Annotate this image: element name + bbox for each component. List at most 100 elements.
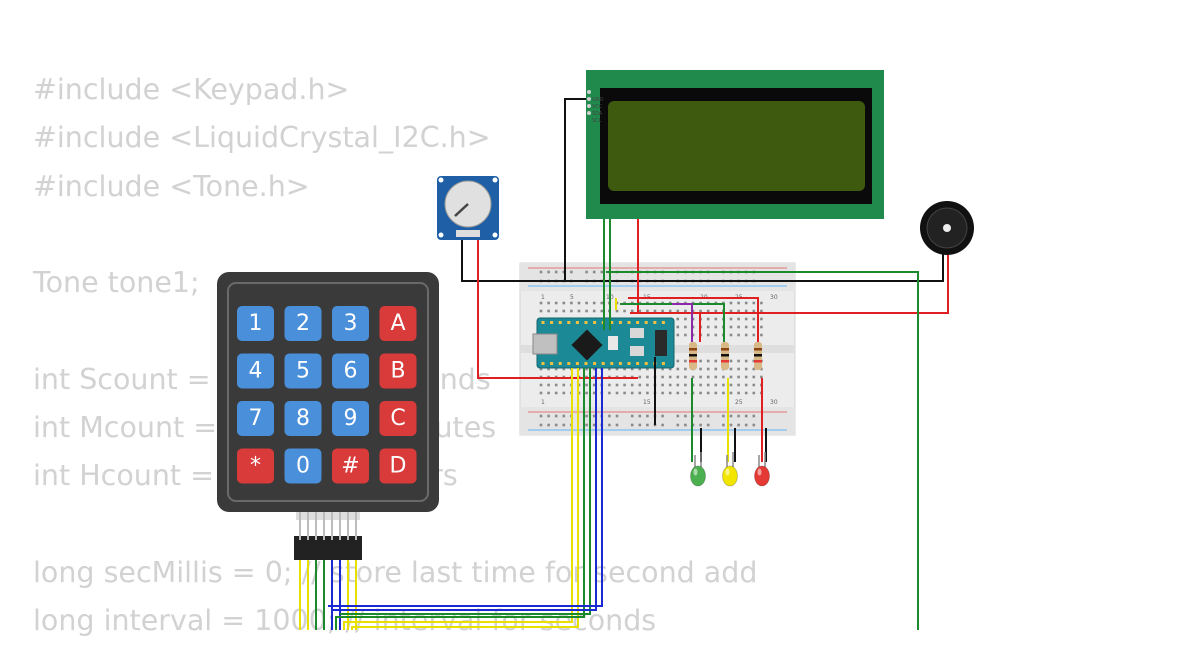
keypad-key[interactable]: D <box>379 448 417 484</box>
breadboard-hole <box>684 359 687 363</box>
breadboard-hole <box>744 359 748 363</box>
breadboard-hole <box>668 391 672 395</box>
breadboard-hole <box>699 359 702 363</box>
breadboard-hole <box>585 414 588 418</box>
breadboard-hole <box>668 309 672 313</box>
breadboard-hole <box>729 383 733 387</box>
breadboard-hole <box>592 367 596 371</box>
breadboard-hole <box>684 367 687 371</box>
key-cap <box>332 401 369 436</box>
breadboard-hole <box>600 309 604 313</box>
breadboard-hole <box>592 301 596 305</box>
breadboard-hole <box>539 383 543 387</box>
breadboard-hole <box>737 414 740 418</box>
breadboard-hole <box>737 309 740 313</box>
breadboard-hole <box>608 367 611 371</box>
breadboard-hole <box>676 325 680 329</box>
breadboard-hole <box>737 367 740 371</box>
breadboard-hole <box>638 414 642 418</box>
led-yellow[interactable] <box>722 452 738 487</box>
keypad-key[interactable]: 4 <box>237 353 274 389</box>
keypad-key[interactable]: A <box>379 306 417 341</box>
keypad-key[interactable]: 8 <box>284 401 322 436</box>
led-green[interactable] <box>690 452 706 487</box>
breadboard-hole <box>608 383 611 387</box>
keypad-key[interactable]: # <box>332 448 369 484</box>
column-number: 30 <box>770 399 778 406</box>
breadboard-hole <box>585 309 588 313</box>
keypad-key[interactable]: * <box>237 448 274 484</box>
breadboard-hole <box>714 375 718 379</box>
breadboard-hole <box>539 301 543 305</box>
breadboard-hole <box>760 317 763 321</box>
breadboard-hole <box>752 375 756 379</box>
key-cap <box>237 401 274 436</box>
breadboard-hole <box>699 309 702 313</box>
header-pin <box>567 321 571 324</box>
breadboard-hole <box>714 325 718 329</box>
breadboard-hole <box>684 333 687 337</box>
keypad-key[interactable]: 9 <box>332 401 369 436</box>
key-cap <box>332 306 369 341</box>
keypad-key[interactable]: 6 <box>332 353 369 389</box>
breadboard-hole <box>752 317 756 321</box>
breadboard-hole <box>744 309 748 313</box>
keypad-key[interactable]: 2 <box>284 306 322 341</box>
keypad-key[interactable]: 7 <box>237 401 274 436</box>
breadboard-hole <box>562 391 566 395</box>
header-pin <box>627 362 631 365</box>
key-label: 5 <box>296 359 310 384</box>
potentiometer[interactable] <box>437 176 499 240</box>
breadboard-hole <box>729 325 733 329</box>
key-cap <box>284 306 322 341</box>
breadboard-hole <box>676 359 680 363</box>
breadboard-hole <box>608 391 611 395</box>
resistor <box>689 342 697 370</box>
header-pin <box>593 321 597 324</box>
keypad-connector-pins <box>299 512 357 540</box>
breadboard-hole <box>760 333 763 337</box>
keypad-key[interactable]: 5 <box>284 353 322 389</box>
breadboard-hole <box>744 423 748 427</box>
keypad-key[interactable]: 0 <box>284 448 322 484</box>
breadboard-hole <box>539 367 543 371</box>
breadboard-hole <box>638 423 642 427</box>
lcd-pin-label: SCL <box>592 118 602 124</box>
keypad-key[interactable]: B <box>379 353 417 389</box>
keypad-key[interactable]: 3 <box>332 306 369 341</box>
key-label: 9 <box>344 406 358 431</box>
header-pin <box>593 362 597 365</box>
led-red[interactable] <box>754 452 770 487</box>
breadboard-hole <box>577 309 581 313</box>
breadboard-hole <box>737 333 740 337</box>
lcd-pin-label: GND <box>592 97 604 103</box>
breadboard-hole <box>646 367 649 371</box>
breadboard-hole <box>699 383 702 387</box>
breadboard-hole <box>729 317 733 321</box>
header-pin <box>644 321 648 324</box>
lcd-display[interactable]: GND VCC SDA SCL <box>586 70 884 219</box>
code-line: #include <LiquidCrystal_I2C.h> <box>33 121 491 155</box>
breadboard-hole <box>714 309 718 313</box>
breadboard-hole <box>714 367 718 371</box>
keypad-key[interactable]: C <box>379 401 417 436</box>
breadboard-hole <box>706 317 710 321</box>
key-label: 4 <box>249 359 263 384</box>
keypad-key[interactable]: 1 <box>237 306 274 341</box>
breadboard-hole <box>744 375 748 379</box>
breadboard-hole <box>539 423 543 427</box>
breadboard-hole <box>714 383 718 387</box>
breadboard-hole <box>744 333 748 337</box>
breadboard-hole <box>570 301 573 305</box>
header-pin <box>550 321 554 324</box>
leds <box>690 452 770 487</box>
breadboard-hole <box>752 367 756 371</box>
key-label: A <box>390 311 405 336</box>
knob-indicator <box>454 203 469 217</box>
breadboard-hole <box>585 423 588 427</box>
breadboard-hole <box>623 383 626 387</box>
arduino-nano[interactable] <box>532 317 675 369</box>
buzzer[interactable] <box>920 201 974 255</box>
